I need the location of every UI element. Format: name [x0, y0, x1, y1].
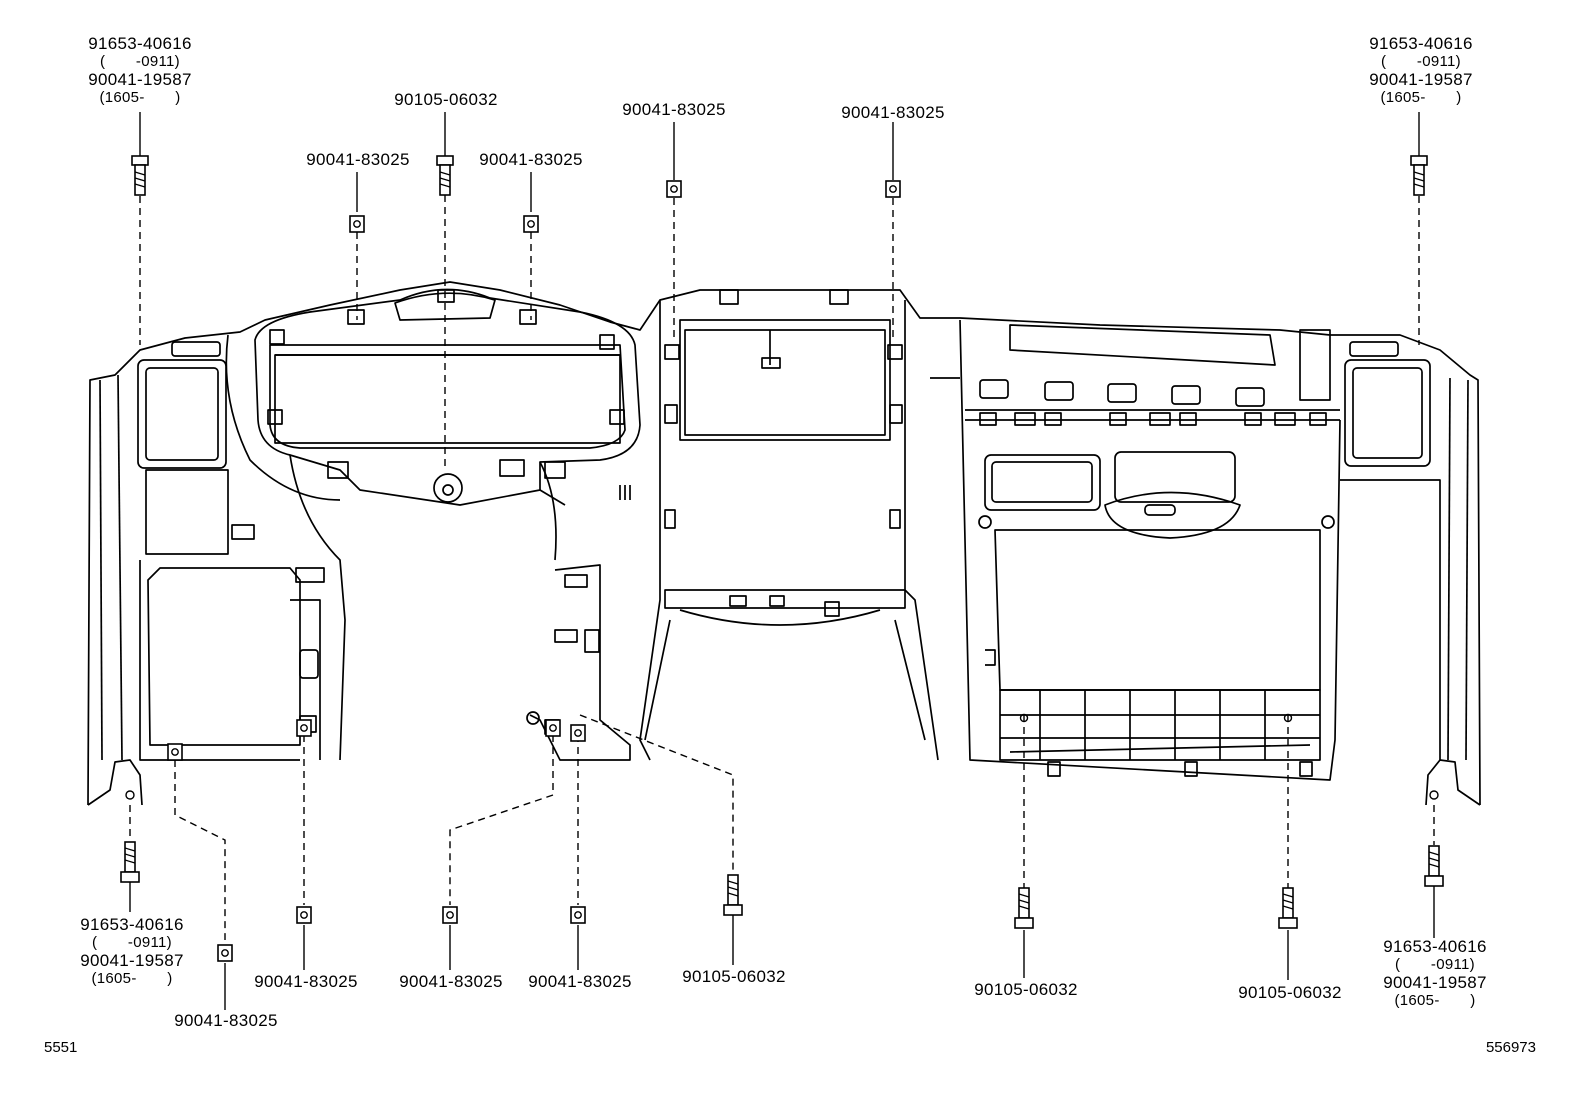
date-range: (1605- ) [1394, 992, 1476, 1009]
part-number: 90041-19587 [1369, 70, 1473, 89]
date-range: ( -0911) [92, 934, 172, 951]
callout-bottom-bolt-2: 90105-06032 [974, 980, 1078, 999]
date-range: (1605- ) [99, 89, 181, 106]
nut-icon [666, 180, 682, 198]
callout-top-nut-left-2: 90041-83025 [479, 150, 583, 169]
callout-bottom-nut-1: 90041-83025 [174, 1011, 278, 1030]
date-range: ( -0911) [1381, 53, 1461, 70]
part-number: 91653-40616 [1383, 937, 1487, 956]
bolt-icon [120, 841, 140, 883]
nut-icon [217, 944, 233, 962]
callout-bottom-nut-3: 90041-83025 [399, 972, 503, 991]
callout-bottom-bolt-1: 90105-06032 [682, 967, 786, 986]
part-number: 90041-19587 [88, 70, 192, 89]
part-number: 91653-40616 [1369, 34, 1473, 53]
bolt-icon [436, 155, 454, 196]
nut-icon [570, 906, 586, 924]
callout-top-left: 91653-40616 ( -0911) 90041-19587 (1605- … [88, 35, 192, 107]
callout-bottom-bolt-3: 90105-06032 [1238, 983, 1342, 1002]
callout-bottom-nut-2: 90041-83025 [254, 972, 358, 991]
part-number: 90041-19587 [80, 951, 184, 970]
callout-top-bolt: 90105-06032 [394, 90, 498, 109]
part-number: 90041-19587 [1383, 973, 1487, 992]
callout-top-right: 91653-40616 ( -0911) 90041-19587 (1605- … [1369, 35, 1473, 107]
dashed-leaders [129, 195, 1435, 940]
nut-icon [885, 180, 901, 198]
nut-icon [296, 906, 312, 924]
bolt-icon [1424, 845, 1444, 887]
callout-top-nut-center-1: 90041-83025 [622, 100, 726, 119]
date-range: (1605- ) [91, 970, 173, 987]
callout-bottom-left: 91653-40616 ( -0911) 90041-19587 (1605- … [80, 916, 184, 988]
nut-icon [296, 719, 312, 737]
nut-icon [167, 743, 183, 761]
bolt-icon [1278, 887, 1298, 929]
nut-icon [570, 724, 586, 742]
instrument-panel [87, 281, 1481, 806]
bolt-icon [723, 874, 743, 916]
nut-icon [442, 906, 458, 924]
date-range: ( -0911) [100, 53, 180, 70]
date-range: (1605- ) [1380, 89, 1462, 106]
bolt-icon [131, 155, 149, 196]
callout-top-nut-left-1: 90041-83025 [306, 150, 410, 169]
leader-lines [129, 112, 1435, 1010]
callout-bottom-nut-4: 90041-83025 [528, 972, 632, 991]
nut-icon [349, 215, 365, 233]
bolt-icon [1014, 887, 1034, 929]
part-number: 91653-40616 [88, 34, 192, 53]
nut-icon [523, 215, 539, 233]
nut-icon [545, 719, 561, 737]
bolt-icon [1410, 155, 1428, 196]
footer-right-code: 556973 [1485, 1039, 1536, 1056]
footer-left-code: 5551 [44, 1039, 78, 1056]
callout-top-nut-center-2: 90041-83025 [841, 103, 945, 122]
date-range: ( -0911) [1395, 956, 1475, 973]
callout-bottom-right: 91653-40616 ( -0911) 90041-19587 (1605- … [1383, 938, 1487, 1010]
part-number: 91653-40616 [80, 915, 184, 934]
fasteners [120, 155, 1444, 962]
